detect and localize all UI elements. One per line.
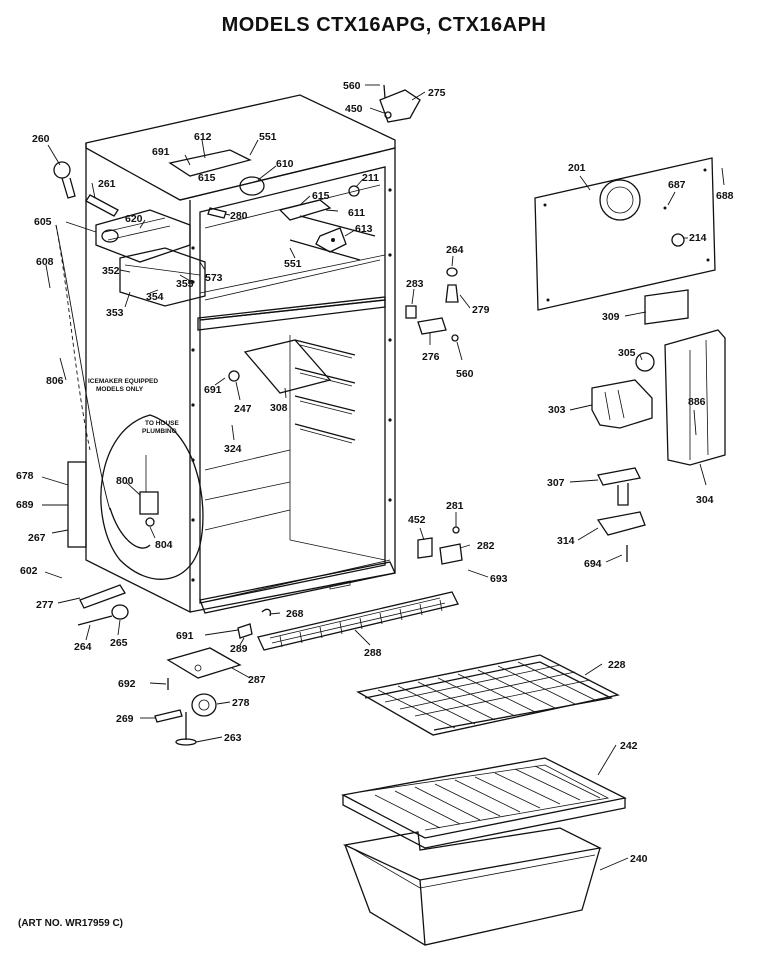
- label-211: 211: [362, 172, 379, 184]
- crisper-cover-242: [341, 757, 627, 849]
- label-228: 228: [608, 659, 626, 671]
- plumbing-note-line2: PLUMBING: [142, 428, 177, 435]
- label-267: 267: [28, 532, 46, 544]
- base-grille: [257, 591, 459, 651]
- art-number: (ART NO. WR17959 C): [18, 918, 124, 929]
- label-201: 201: [568, 162, 586, 174]
- label-308: 308: [270, 402, 288, 414]
- label-452: 452: [408, 514, 426, 526]
- label-307: 307: [547, 477, 565, 489]
- label-560: 560: [343, 80, 361, 92]
- label-692: 692: [118, 678, 136, 690]
- label-678: 678: [16, 470, 34, 482]
- label-279: 279: [472, 304, 490, 316]
- label-615b: 615: [312, 190, 330, 202]
- label-264: 264: [446, 244, 464, 256]
- label-352: 352: [102, 265, 120, 277]
- leader-lines: [41, 84, 725, 871]
- upper-hinge-left: [53, 161, 76, 199]
- label-305: 305: [618, 347, 636, 359]
- label-615: 615: [198, 172, 216, 184]
- label-283: 283: [406, 278, 424, 290]
- parts-261: [85, 194, 119, 217]
- label-304: 304: [696, 494, 714, 506]
- label-288: 288: [364, 647, 382, 659]
- label-551: 551: [259, 131, 277, 143]
- icemaker-assembly: [95, 209, 206, 307]
- label-277: 277: [36, 599, 54, 611]
- label-278: 278: [232, 697, 250, 709]
- label-602: 602: [20, 565, 38, 577]
- label-620: 620: [125, 213, 143, 225]
- wire-shelf-228: [356, 654, 620, 736]
- label-303: 303: [548, 404, 566, 416]
- label-450: 450: [345, 103, 363, 115]
- label-605: 605: [34, 216, 52, 228]
- label-560b: 560: [456, 368, 474, 380]
- label-613: 613: [355, 223, 373, 235]
- label-282: 282: [477, 540, 495, 552]
- label-263: 263: [224, 732, 242, 744]
- label-693: 693: [490, 573, 508, 585]
- label-265: 265: [110, 637, 128, 649]
- label-691: 691: [152, 146, 170, 158]
- label-691b: 691: [204, 384, 222, 396]
- label-612: 612: [194, 131, 212, 143]
- label-281: 281: [446, 500, 464, 512]
- label-280: 280: [230, 210, 248, 222]
- label-289: 289: [230, 643, 248, 655]
- label-689: 689: [16, 499, 34, 511]
- label-324: 324: [224, 443, 242, 455]
- label-242: 242: [620, 740, 638, 752]
- label-240: 240: [630, 853, 648, 865]
- label-608: 608: [36, 256, 54, 268]
- top-hinge: [379, 84, 421, 123]
- evaporator-cover-201: [534, 157, 716, 311]
- label-268: 268: [286, 608, 304, 620]
- part-309: [644, 289, 689, 325]
- label-264b: 264: [74, 641, 92, 653]
- label-804: 804: [155, 539, 173, 551]
- label-214: 214: [689, 232, 707, 244]
- crisper-pan-240: [342, 827, 603, 946]
- label-260: 260: [32, 133, 50, 145]
- label-355: 355: [176, 278, 194, 290]
- label-551b: 551: [284, 258, 302, 270]
- label-806: 806: [46, 375, 64, 387]
- label-276: 276: [422, 351, 440, 363]
- label-353: 353: [106, 307, 124, 319]
- plumbing-note-line1: TO HOUSE: [145, 420, 179, 427]
- label-694: 694: [584, 558, 602, 570]
- label-354: 354: [146, 291, 164, 303]
- plumbing-callout: [100, 414, 204, 580]
- refrigerator-cabinet: [85, 94, 396, 614]
- shelf-308: [243, 339, 332, 394]
- label-314: 314: [557, 535, 575, 547]
- label-611: 611: [348, 207, 365, 219]
- side-mount-parts: [405, 267, 459, 342]
- label-886: 886: [688, 396, 706, 408]
- control-and-fan: [168, 149, 360, 253]
- label-261: 261: [98, 178, 116, 190]
- label-687: 687: [668, 179, 686, 191]
- label-287: 287: [248, 674, 266, 686]
- label-691c: 691: [176, 630, 194, 642]
- label-309: 309: [602, 311, 620, 323]
- label-275: 275: [428, 87, 446, 99]
- label-610: 610: [276, 158, 294, 170]
- label-573: 573: [205, 272, 223, 284]
- page-title: MODELS CTX16APG, CTX16APH: [221, 14, 547, 36]
- part-labels: 560 275 450 260 261 612 551 691 610 615 …: [16, 80, 734, 865]
- label-800: 800: [116, 475, 134, 487]
- label-269: 269: [116, 713, 134, 725]
- label-247: 247: [234, 403, 252, 415]
- label-688: 688: [716, 190, 734, 202]
- icemaker-note-line1: ICEMAKER EQUIPPED: [88, 378, 158, 385]
- icemaker-note-line2: MODELS ONLY: [96, 386, 144, 393]
- dispenser-components: [591, 329, 726, 562]
